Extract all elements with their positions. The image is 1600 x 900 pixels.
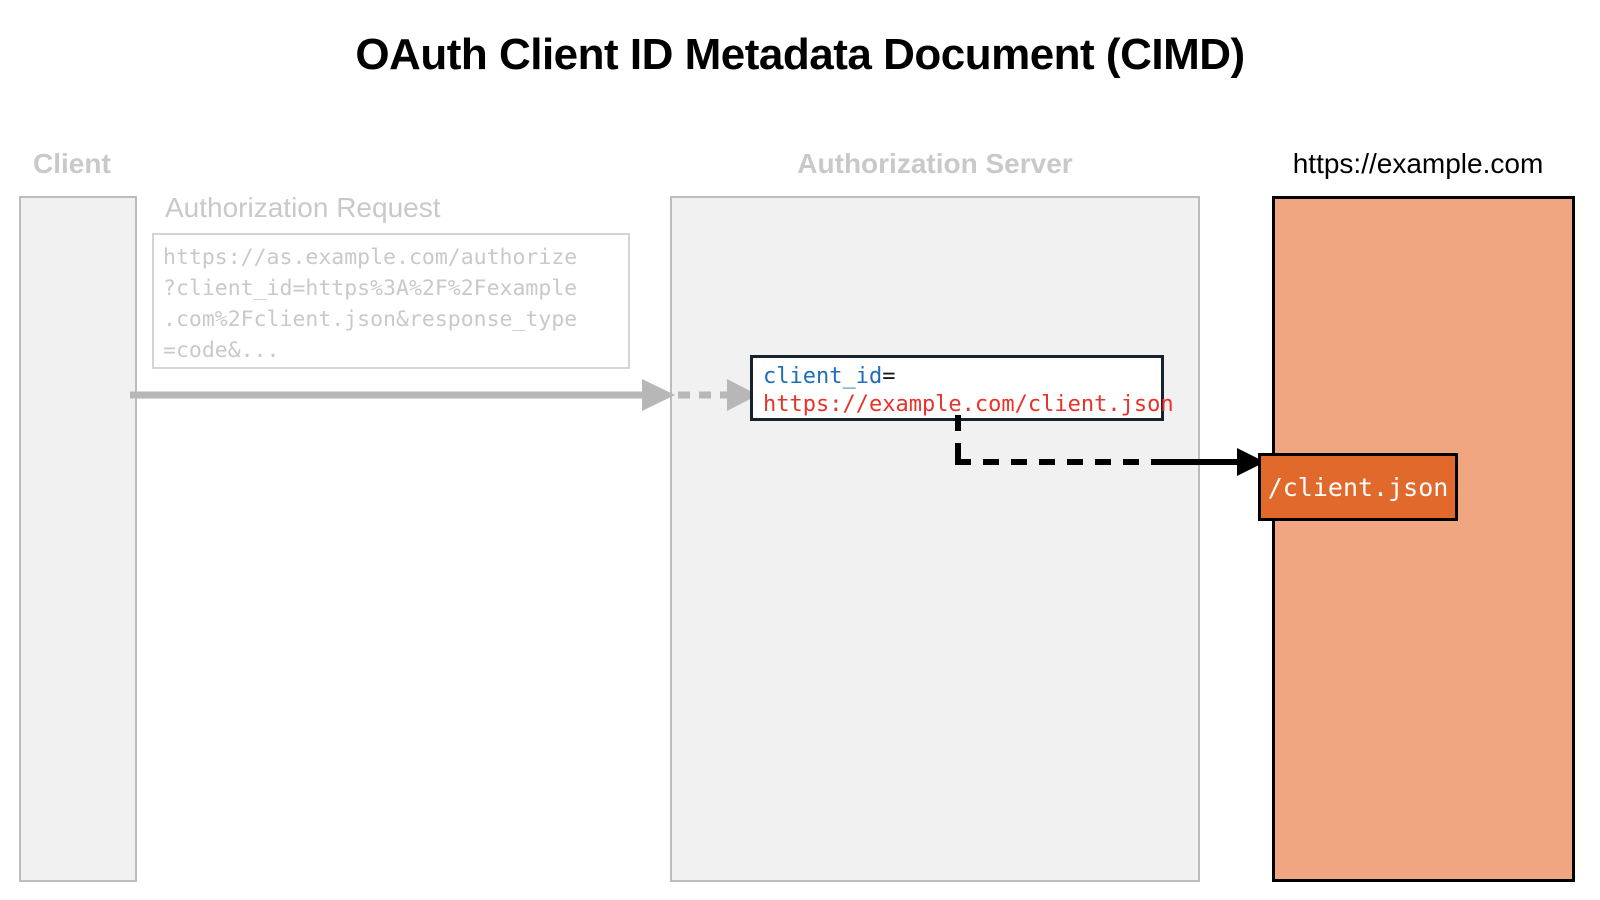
client-id-callout: client_id= https://example.com/client.js… bbox=[750, 355, 1174, 421]
lane-label-client: Client bbox=[33, 148, 111, 179]
lane-panel-client bbox=[19, 196, 137, 882]
lane-label-authorization-server: Authorization Server bbox=[797, 148, 1073, 179]
client-id-key-line: client_id= bbox=[763, 363, 1151, 391]
page-title: OAuth Client ID Metadata Document (CIMD) bbox=[355, 30, 1245, 79]
lane-panel-authorization-server bbox=[670, 196, 1200, 882]
client-id-key: client_id bbox=[763, 364, 883, 389]
lane-panel-origin bbox=[1272, 196, 1575, 882]
authorization-request-url: https://as.example.com/authorize ?client… bbox=[163, 245, 578, 363]
client-id-value: https://example.com/client.json bbox=[763, 392, 1174, 417]
resource-client-json-box[interactable]: /client.json bbox=[1258, 453, 1458, 521]
lane-label-origin: https://example.com bbox=[1292, 148, 1544, 179]
fetch-arrow-icon bbox=[955, 415, 1265, 476]
authorization-request-label: Authorization Request bbox=[165, 192, 441, 223]
client-id-equals: = bbox=[882, 364, 896, 389]
resource-client-json-label: /client.json bbox=[1267, 472, 1449, 502]
authorization-request-box: https://as.example.com/authorize ?client… bbox=[152, 233, 630, 369]
request-arrow-icon bbox=[130, 379, 758, 411]
